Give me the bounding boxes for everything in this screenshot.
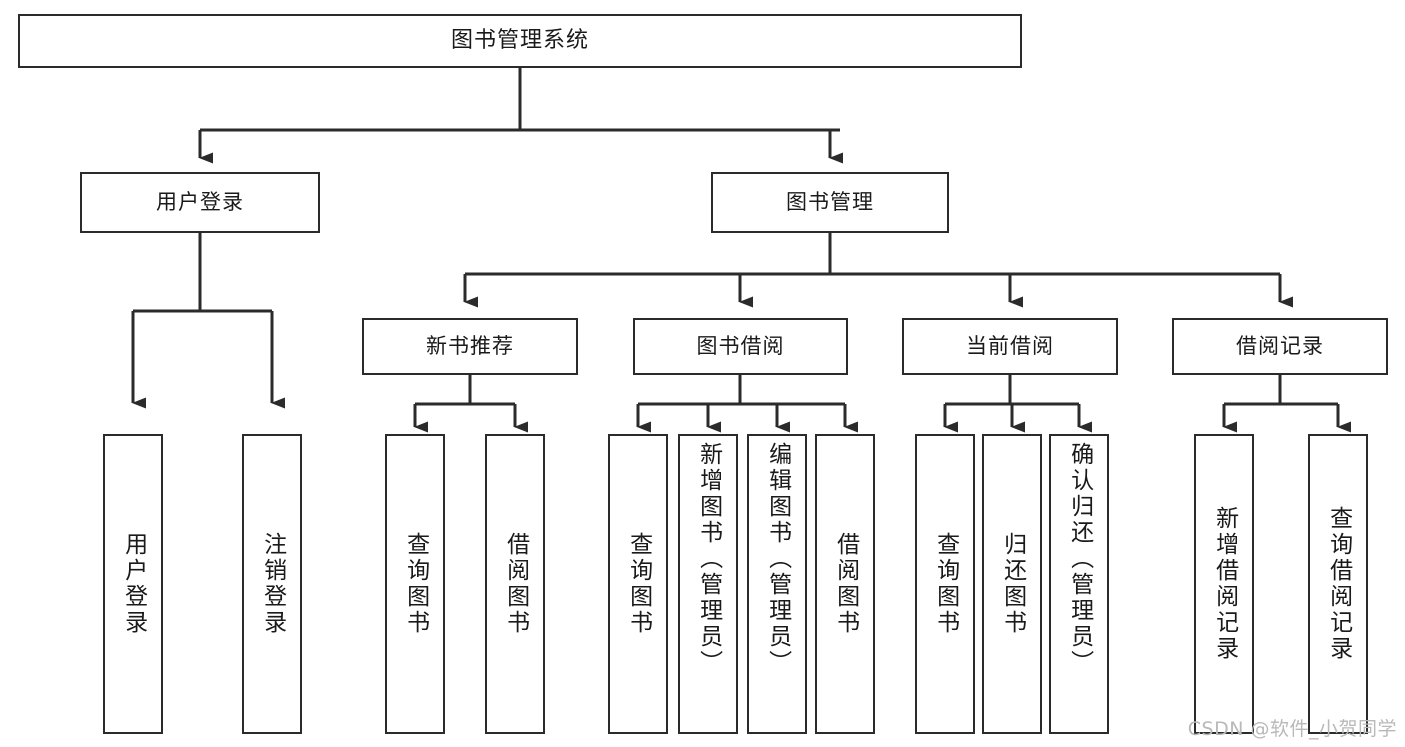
watermark-text: CSDN @软件_小贺同学 [1187, 718, 1397, 740]
node-label: 图书借阅 [696, 333, 785, 358]
node-label: 新书推荐 [426, 333, 514, 358]
leaf-text-wrap: 查询借阅记录 [1310, 436, 1366, 732]
node-label: 用户登录 [156, 189, 244, 214]
leaf-text-wrap: 归还图书 [984, 436, 1040, 732]
node-label: 借阅记录 [1236, 333, 1324, 358]
leaf-current-borrow-query-book[interactable]: 查询图书 [915, 434, 975, 734]
node-current-borrow[interactable]: 当前借阅 [902, 318, 1118, 375]
leaf-text-wrap: 查询图书 [610, 436, 666, 732]
leaf-current-borrow-return-book[interactable]: 归还图书 [982, 434, 1042, 734]
leaf-label: 借阅图书 [832, 532, 859, 636]
leaf-borrow-record-query-record[interactable]: 查询借阅记录 [1308, 434, 1368, 734]
leaf-label: 查询图书 [932, 532, 959, 636]
leaf-text-wrap: 用户登录 [105, 436, 161, 732]
node-book-borrow[interactable]: 图书借阅 [633, 318, 848, 375]
leaf-text-wrap: 借阅图书 [487, 436, 543, 732]
leaf-text-wrap: 编辑图书（管理员） [749, 436, 805, 732]
leaf-new-book-query-book[interactable]: 查询图书 [385, 434, 445, 734]
node-book-management[interactable]: 图书管理 [711, 172, 949, 233]
leaf-text-wrap: 查询图书 [387, 436, 443, 732]
leaf-label: 查询图书 [402, 532, 429, 636]
node-label: 当前借阅 [966, 333, 1054, 358]
leaf-label: 归还图书 [999, 532, 1026, 636]
leaf-user-login-login[interactable]: 用户登录 [103, 434, 163, 734]
leaf-borrow-record-add-record[interactable]: 新增借阅记录 [1194, 434, 1254, 734]
leaf-label: 确认归还（管理员） [1066, 442, 1093, 676]
leaf-label: 查询图书 [625, 532, 652, 636]
node-root-book-management-system[interactable]: 图书管理系统 [18, 14, 1022, 68]
leaf-text-wrap: 确认归还（管理员） [1051, 436, 1107, 732]
leaf-book-borrow-edit-book-admin[interactable]: 编辑图书（管理员） [747, 434, 807, 734]
leaf-text-wrap: 新增借阅记录 [1196, 436, 1252, 732]
leaf-text-wrap: 查询图书 [917, 436, 973, 732]
leaf-label: 编辑图书（管理员） [764, 442, 791, 676]
node-new-book-recommend[interactable]: 新书推荐 [362, 318, 578, 375]
leaf-label: 用户登录 [120, 532, 147, 636]
leaf-book-borrow-add-book-admin[interactable]: 新增图书（管理员） [678, 434, 738, 734]
leaf-label: 借阅图书 [502, 532, 529, 636]
leaf-book-borrow-borrow-book[interactable]: 借阅图书 [815, 434, 875, 734]
node-user-login[interactable]: 用户登录 [80, 172, 320, 233]
leaf-label: 查询借阅记录 [1325, 506, 1352, 662]
leaf-text-wrap: 新增图书（管理员） [680, 436, 736, 732]
node-borrow-record[interactable]: 借阅记录 [1172, 318, 1388, 375]
leaf-label: 新增图书（管理员） [695, 442, 722, 676]
leaf-text-wrap: 注销登录 [244, 436, 300, 732]
leaf-current-borrow-confirm-return-admin[interactable]: 确认归还（管理员） [1049, 434, 1109, 734]
leaf-user-login-logout[interactable]: 注销登录 [242, 434, 302, 734]
leaf-label: 新增借阅记录 [1211, 506, 1238, 662]
leaf-label: 注销登录 [259, 532, 286, 636]
node-label: 图书管理系统 [450, 27, 589, 53]
leaf-text-wrap: 借阅图书 [817, 436, 873, 732]
leaf-book-borrow-query-book[interactable]: 查询图书 [608, 434, 668, 734]
node-label: 图书管理 [786, 189, 874, 214]
leaf-new-book-borrow-book[interactable]: 借阅图书 [485, 434, 545, 734]
